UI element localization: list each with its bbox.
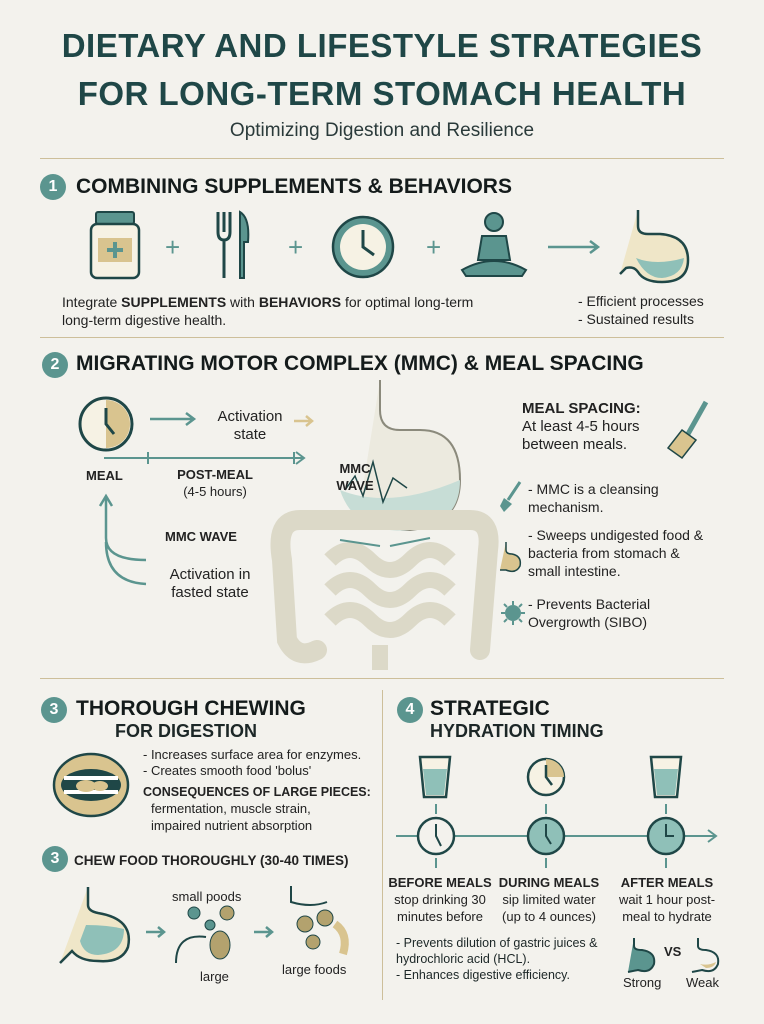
weak-label: Weak	[686, 975, 719, 990]
clock-icon	[646, 816, 686, 856]
arrow-right-icon	[146, 926, 166, 938]
post-meal-label: POST-MEAL(4-5 hours)	[177, 467, 253, 499]
large-foods-label: large foods	[282, 962, 347, 977]
plus-sign: +	[165, 232, 181, 262]
mmc-bullet: - Sweeps undigested food & bacteria from…	[528, 527, 704, 579]
activation-fasted-label: Activation in fasted state	[169, 566, 251, 601]
section-badge: 4	[397, 697, 423, 723]
arrow-right-icon	[150, 412, 197, 426]
arrow-right-icon	[548, 240, 601, 254]
vertical-divider	[382, 690, 383, 1000]
section1-title: COMBINING SUPPLEMENTS & BEHAVIORS	[76, 175, 512, 198]
stomach-icon	[500, 542, 522, 573]
small-foods-label: small poods	[172, 889, 242, 904]
clock-icon	[78, 396, 134, 452]
page-title-line1: DIETARY AND LIFESTYLE STRATEGIES	[61, 27, 703, 64]
meal-spacing: MEAL SPACING:At least 4-5 hours between …	[522, 400, 641, 453]
mmc-wave-label: MMC WAVE	[165, 529, 237, 544]
section3-title-line2: FOR DIGESTION	[115, 721, 258, 741]
plus-sign: +	[288, 232, 304, 262]
section-badge: 2	[42, 352, 68, 378]
divider	[40, 337, 724, 338]
stomach-icon	[59, 887, 131, 964]
broom-icon	[500, 481, 522, 512]
weak-stomach-icon	[691, 938, 720, 973]
digestive-tract-illustration	[270, 380, 499, 670]
section2-title: MIGRATING MOTOR COMPLEX (MMC) & MEAL SPA…	[76, 352, 644, 375]
section4-title-line2: HYDRATION TIMING	[430, 721, 604, 741]
arrow-right-icon	[254, 926, 274, 938]
strong-label: Strong	[623, 975, 662, 990]
section-badge: 3	[41, 697, 67, 723]
meal-label: MEAL	[86, 468, 123, 483]
bacteria-icon	[501, 601, 525, 625]
supplement-bottle-icon	[89, 211, 141, 280]
plus-sign: +	[426, 232, 442, 262]
section-badge: 3	[42, 846, 68, 872]
consequences-text: fermentation, muscle strain, impaired nu…	[151, 801, 313, 833]
large-label: large	[200, 969, 229, 984]
clock-icon	[526, 757, 566, 797]
divider	[40, 678, 724, 679]
arrow-right-icon	[294, 415, 314, 427]
hydration-bullets: - Prevents dilution of gastric juices & …	[396, 936, 598, 982]
mmc-bullet: - Prevents Bacterial Overgrowth (SIBO)	[528, 596, 651, 630]
divider	[40, 158, 724, 159]
page-subtitle: Optimizing Digestion and Resilience	[229, 120, 535, 141]
mmc-bullet: - MMC is a cleansing mechanism.	[528, 481, 659, 515]
consequences-title: CONSEQUENCES OF LARGE PIECES:	[143, 785, 371, 799]
mmc-wave-stomach-label: MMC WAVE	[336, 461, 374, 493]
hydration-timeline	[396, 804, 718, 868]
clock-icon	[416, 816, 456, 856]
section-badge: 1	[40, 174, 66, 200]
cycle-arrow	[98, 493, 147, 586]
small-food-pieces-icon	[175, 905, 235, 964]
timeline-axis	[104, 451, 306, 465]
clock-icon	[331, 215, 395, 279]
activation-state-label: Activation state	[217, 408, 283, 443]
water-glass-icon	[418, 755, 452, 799]
section1-description: Integrate SUPPLEMENTS with BEHAVIORS for…	[62, 294, 474, 328]
chew-subtitle: CHEW FOOD THOROUGHLY (30-40 TIMES)	[74, 853, 349, 868]
stomach-icon	[619, 210, 690, 284]
chewing-bullet: - Increases surface area for enzymes.	[143, 747, 362, 762]
large-food-pieces-icon	[290, 886, 349, 956]
page-title-line2: FOR LONG-TERM STOMACH HEALTH	[77, 75, 687, 112]
vs-label: VS	[664, 944, 682, 959]
fork-knife-icon	[216, 210, 250, 279]
chewing-bullet: - Creates smooth food 'bolus'	[143, 763, 312, 778]
section1-results: - Efficient processes- Sustained results	[578, 293, 704, 327]
broom-icon	[666, 400, 709, 460]
mouth-icon	[52, 752, 130, 818]
clock-icon	[526, 816, 566, 856]
meditation-icon	[460, 212, 528, 277]
section3-title-line1: THOROUGH CHEWING	[76, 697, 306, 720]
water-glass-icon	[649, 755, 683, 799]
strong-stomach-icon	[627, 938, 656, 973]
section4-title-line1: STRATEGIC	[430, 697, 550, 720]
